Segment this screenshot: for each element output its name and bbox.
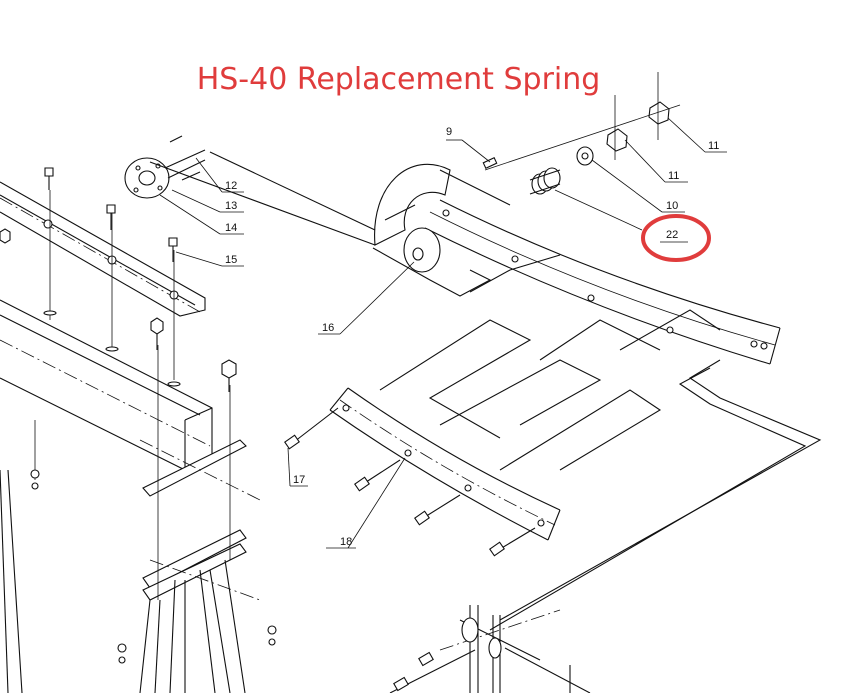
- callout-22: 22: [666, 229, 678, 241]
- replacement-spring: [529, 167, 561, 195]
- left-bolts: [0, 167, 277, 664]
- callout-12: 12: [225, 180, 237, 192]
- hex-nut: [606, 128, 628, 152]
- curved-arm: [374, 164, 781, 365]
- pin: [482, 157, 498, 169]
- callout-labels: 9 11 11 10 22 12 13 14 15 16 17 18: [225, 126, 719, 548]
- callout-11: 11: [668, 170, 679, 182]
- callout-16: 16: [322, 322, 334, 334]
- hex-nut-top: [648, 101, 670, 125]
- callout-9: 9: [446, 126, 452, 138]
- lower-curved-bar: [329, 387, 561, 541]
- lower-bolts: [284, 407, 536, 557]
- callout-15: 15: [225, 254, 237, 266]
- spring-hardware: [482, 72, 681, 195]
- base-frame: [149, 151, 822, 693]
- diagram-title: HS-40 Replacement Spring: [196, 62, 601, 97]
- callout-18: 18: [340, 536, 352, 548]
- callout-10: 10: [666, 200, 678, 212]
- left-beam-assembly: [0, 181, 261, 693]
- highlight-circle: [641, 214, 711, 262]
- callout-13: 13: [225, 200, 237, 212]
- callout-leaders: [159, 117, 727, 549]
- callout-17: 17: [293, 474, 305, 486]
- callout-11-top: 11: [708, 140, 719, 152]
- hub-assembly: [124, 135, 206, 199]
- callout-14: 14: [225, 222, 237, 234]
